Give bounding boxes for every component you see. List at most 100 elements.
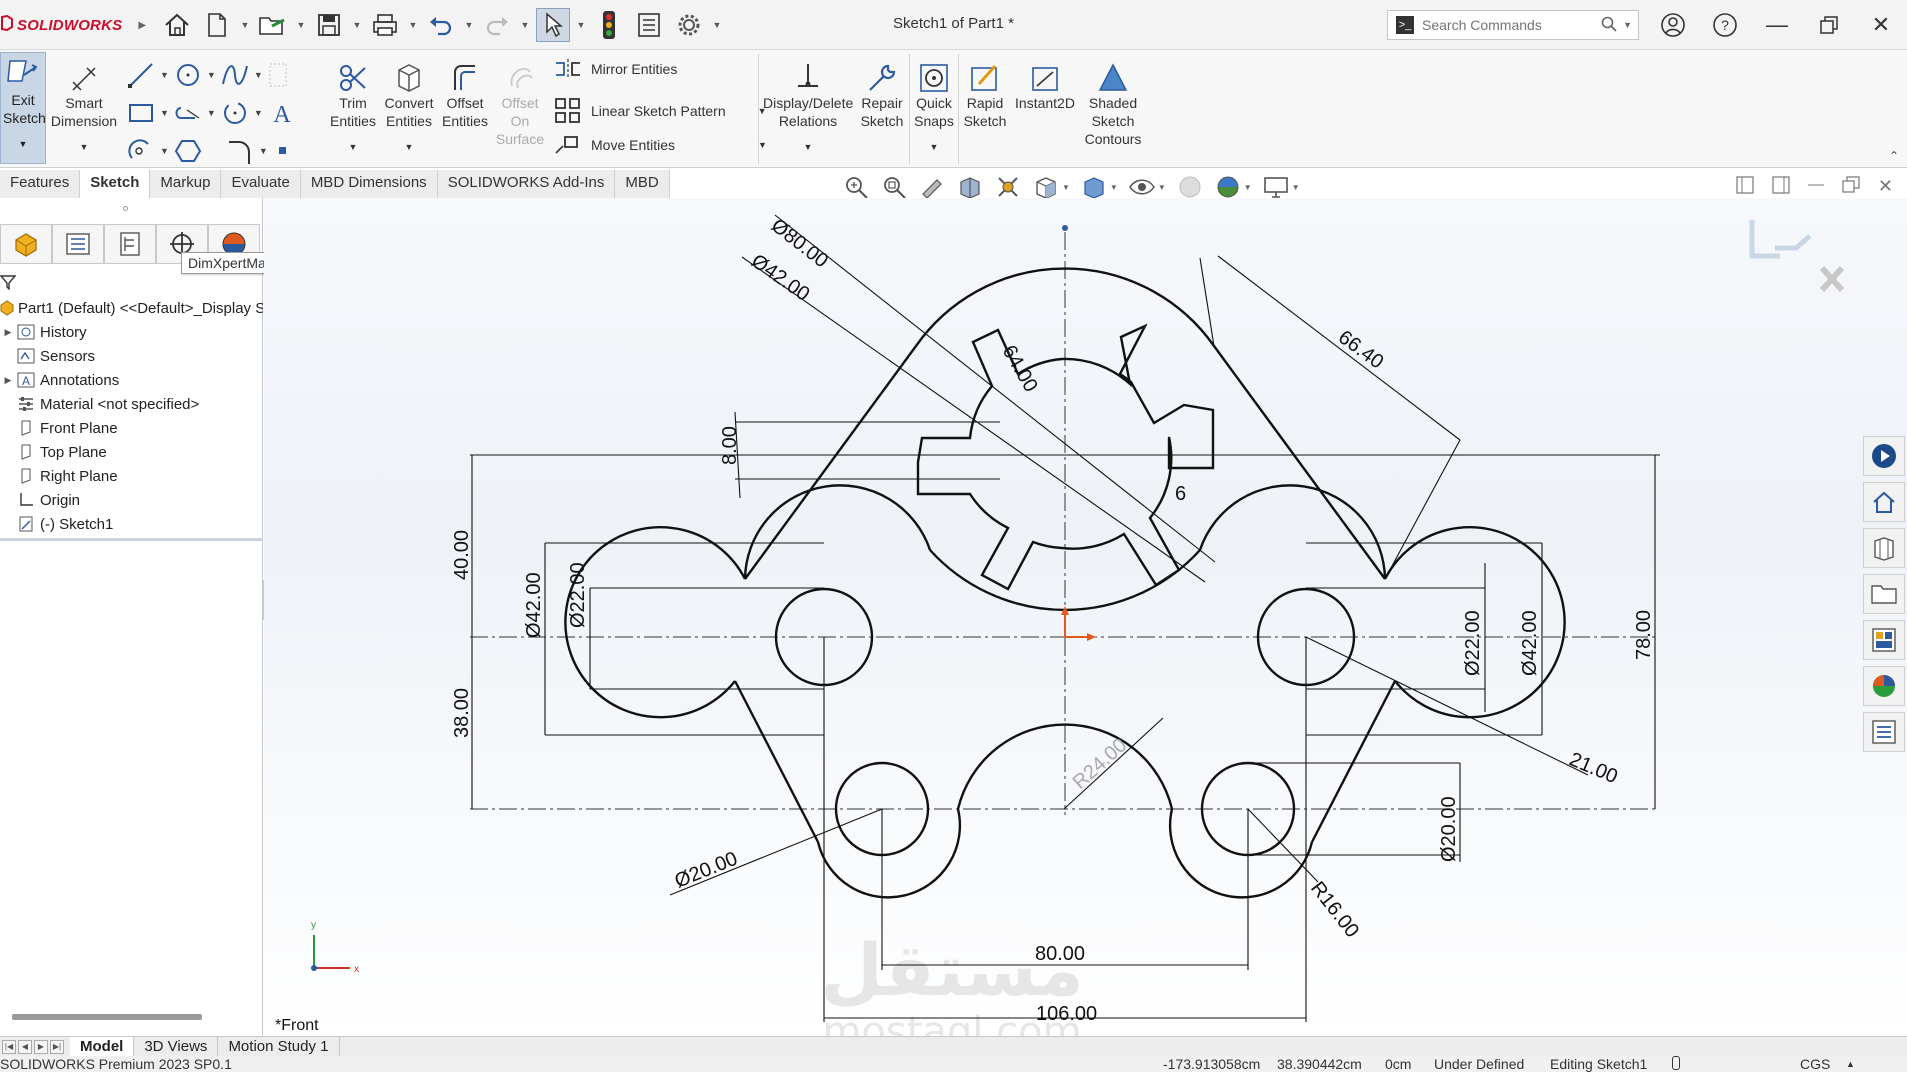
- dim-r24[interactable]: R24.00: [1069, 734, 1132, 794]
- tab-mbd-dimensions[interactable]: MBD Dimensions: [300, 170, 438, 198]
- dim-dia-22-right[interactable]: Ø22.00: [1462, 610, 1484, 676]
- previous-view-button[interactable]: [918, 174, 946, 200]
- rectangle-caret-icon[interactable]: ▼: [160, 108, 169, 118]
- close-button[interactable]: ✕: [1855, 0, 1907, 50]
- tab-sketch[interactable]: Sketch: [80, 170, 151, 198]
- task-home[interactable]: [1863, 482, 1905, 522]
- rapid-sketch-button[interactable]: Rapid Sketch: [962, 56, 1008, 130]
- dim-38[interactable]: 38.00: [451, 688, 473, 738]
- exit-sketch-caret-icon[interactable]: ▼: [18, 139, 28, 149]
- viewport-close-icon[interactable]: ✕: [1877, 176, 1893, 196]
- restore-button[interactable]: [1803, 0, 1855, 50]
- dim-dia-22-left[interactable]: Ø22.00: [567, 562, 589, 628]
- dim-64[interactable]: 64.00: [998, 342, 1042, 396]
- text-tool-icon[interactable]: A: [267, 98, 297, 128]
- dim-8[interactable]: 8.00: [719, 426, 741, 465]
- trim-entities-button[interactable]: Trim Entities ▼: [325, 56, 381, 156]
- centerpoint-arc-caret-icon[interactable]: ▼: [160, 146, 169, 156]
- confirmation-corner[interactable]: [1749, 220, 1845, 293]
- graphics-area[interactable]: مستقل mostaql.com: [264, 198, 1907, 1036]
- apply-scene-button[interactable]: [1214, 174, 1242, 200]
- filter-icon[interactable]: [0, 274, 17, 295]
- smart-dimension-caret-icon[interactable]: ▼: [79, 142, 89, 152]
- view-orientation-button[interactable]: [1032, 174, 1060, 200]
- spline-icon[interactable]: [220, 60, 250, 90]
- tab-solidworks-add-ins[interactable]: SOLIDWORKS Add-Ins: [437, 170, 616, 198]
- view-settings-button[interactable]: [1262, 174, 1290, 200]
- rebuild-status-icon[interactable]: [1672, 1056, 1680, 1070]
- repair-sketch-button[interactable]: Repair Sketch: [856, 56, 908, 130]
- undo-button[interactable]: [424, 8, 458, 42]
- sketch-canvas[interactable]: مستقل mostaql.com: [264, 198, 1907, 1036]
- dim-dia-42-left[interactable]: Ø42.00: [523, 572, 545, 638]
- dim-r16[interactable]: R16.00: [1306, 878, 1363, 942]
- edit-appearance-button[interactable]: [1176, 174, 1204, 200]
- options-button[interactable]: [672, 8, 706, 42]
- task-view-palette[interactable]: [1863, 620, 1905, 660]
- quick-snaps-caret-icon[interactable]: ▼: [929, 142, 939, 152]
- tab-model[interactable]: Model: [70, 1037, 135, 1056]
- hide-show-caret-icon[interactable]: ▼: [1157, 182, 1166, 192]
- save-caret-icon[interactable]: ▼: [352, 20, 362, 30]
- line-caret-icon[interactable]: ▼: [160, 70, 169, 80]
- tree-item-sensors[interactable]: Sensors: [0, 344, 263, 368]
- mirror-entities-button[interactable]: Mirror Entities: [553, 58, 677, 80]
- new-document-button[interactable]: [200, 8, 234, 42]
- slot-caret-icon[interactable]: ▼: [206, 108, 216, 118]
- shaded-sketch-contours-button[interactable]: Shaded Sketch Contours: [1080, 56, 1146, 148]
- tab-evaluate[interactable]: Evaluate: [221, 170, 301, 198]
- print-button[interactable]: [368, 8, 402, 42]
- dim-dia-20-right[interactable]: Ø20.00: [1438, 796, 1460, 862]
- tab-markup[interactable]: Markup: [150, 170, 222, 198]
- tab-features[interactable]: Features: [0, 170, 81, 198]
- print-caret-icon[interactable]: ▼: [408, 20, 418, 30]
- polygon-icon[interactable]: [173, 136, 203, 166]
- search-input[interactable]: [1422, 17, 1592, 33]
- tree-item-history[interactable]: ▶History: [0, 320, 263, 344]
- dim-106[interactable]: 106.00: [1036, 1003, 1097, 1025]
- zoom-to-fit-button[interactable]: [842, 174, 870, 200]
- zoom-to-area-button[interactable]: [880, 174, 908, 200]
- undo-caret-icon[interactable]: ▼: [464, 20, 474, 30]
- home-button[interactable]: [160, 8, 194, 42]
- dim-dia-20-left[interactable]: Ø20.00: [672, 848, 741, 893]
- dim-40[interactable]: 40.00: [451, 530, 473, 580]
- display-style-button[interactable]: [1080, 174, 1108, 200]
- dim-80[interactable]: 80.00: [1035, 943, 1085, 965]
- dim-78[interactable]: 78.00: [1633, 610, 1655, 660]
- tab-motion-study-1[interactable]: Motion Study 1: [218, 1037, 340, 1056]
- tree-item-right-plane[interactable]: Right Plane: [0, 464, 263, 488]
- rebuild-button[interactable]: [592, 8, 626, 42]
- search-icon[interactable]: [1601, 16, 1617, 35]
- linear-sketch-pattern-button[interactable]: Linear Sketch Pattern ▼: [553, 96, 767, 126]
- search-caret-icon[interactable]: ▼: [1623, 20, 1632, 30]
- help-button[interactable]: ?: [1699, 0, 1751, 50]
- expand-arrow-icon[interactable]: ▶: [4, 326, 12, 337]
- section-view-button[interactable]: [956, 174, 984, 200]
- move-entities-caret-icon[interactable]: ▼: [758, 140, 767, 150]
- trim-caret-icon[interactable]: ▼: [348, 142, 358, 152]
- point-icon[interactable]: [272, 136, 294, 166]
- status-units[interactable]: CGS: [1800, 1056, 1831, 1072]
- search-box[interactable]: >_ ▼: [1387, 10, 1639, 40]
- centerpoint-arc-icon[interactable]: [126, 136, 156, 166]
- viewport-restore-icon[interactable]: [1842, 176, 1860, 199]
- view-settings-caret-icon[interactable]: ▼: [1291, 182, 1300, 192]
- redo-button[interactable]: [480, 8, 514, 42]
- circle-icon[interactable]: [173, 60, 203, 90]
- instant2d-button[interactable]: Instant2D: [1010, 56, 1080, 112]
- circle-caret-icon[interactable]: ▼: [206, 70, 216, 80]
- fillet-caret-icon[interactable]: ▼: [258, 146, 268, 156]
- new-caret-icon[interactable]: ▼: [240, 20, 250, 30]
- options-caret-icon[interactable]: ▼: [712, 20, 722, 30]
- units-caret-icon[interactable]: ▲: [1846, 1059, 1855, 1069]
- task-appearances[interactable]: [1863, 666, 1905, 706]
- convert-caret-icon[interactable]: ▼: [404, 142, 414, 152]
- file-properties-button[interactable]: [632, 8, 666, 42]
- prev-tab-icon[interactable]: ◀: [18, 1039, 32, 1054]
- solidworks-logo[interactable]: SOLIDWORKS ▶: [0, 10, 146, 40]
- quick-snaps-button[interactable]: Quick Snaps ▼: [912, 56, 956, 156]
- view-orientation-caret-icon[interactable]: ▼: [1062, 182, 1070, 192]
- next-tab-icon[interactable]: ▶: [34, 1039, 48, 1054]
- viewport-split-left-icon[interactable]: [1736, 176, 1754, 199]
